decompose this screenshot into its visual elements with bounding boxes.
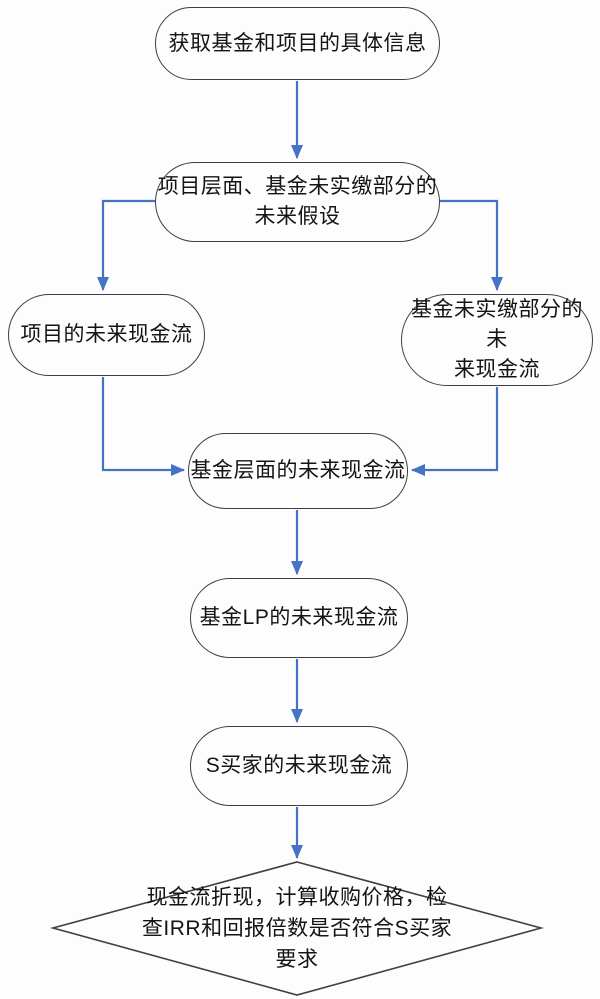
node-fund-level-cashflow: 基金层面的未来现金流 — [188, 433, 408, 509]
node-future-assumptions-label: 项目层面、基金未实缴部分的 未来假设 — [157, 175, 438, 228]
node-fund-lp-cashflow: 基金LP的未来现金流 — [190, 578, 408, 658]
node-fund-level-cashflow-label: 基金层面的未来现金流 — [190, 459, 406, 482]
node-fund-unpaid-cashflow: 基金未实缴部分的未 来现金流 — [401, 294, 593, 386]
node-s-buyer-cashflow-label: S买家的未来现金流 — [205, 754, 393, 777]
edge-assumption-to-project-arrow — [97, 199, 156, 291]
decision-diamond-shape — [49, 861, 545, 996]
node-fund-lp-cashflow-label: 基金LP的未来现金流 — [199, 606, 399, 629]
node-fund-unpaid-cashflow-label: 基金未实缴部分的未 来现金流 — [411, 298, 583, 381]
node-project-cashflow: 项目的未来现金流 — [8, 294, 205, 376]
node-get-info-label: 获取基金和项目的具体信息 — [168, 31, 427, 55]
edge-assumption-to-fundunpaid-arrow — [439, 199, 503, 291]
node-future-assumptions: 项目层面、基金未实缴部分的 未来假设 — [155, 162, 440, 242]
node-project-cashflow-label: 项目的未来现金流 — [20, 323, 193, 346]
edge-project-to-fundcf-arrow — [101, 377, 185, 476]
node-get-info: 获取基金和项目的具体信息 — [155, 7, 440, 80]
node-s-buyer-cashflow: S买家的未来现金流 — [190, 726, 408, 806]
node-decision: 现金流折现，计算收购价格，检 查IRR和回报倍数是否符合S买家 要求 — [77, 866, 517, 990]
node-decision-label: 现金流折现，计算收购价格，检 查IRR和回报倍数是否符合S买家 要求 — [141, 885, 453, 971]
edge-fundunpaid-to-fundcf-arrow — [411, 387, 499, 476]
